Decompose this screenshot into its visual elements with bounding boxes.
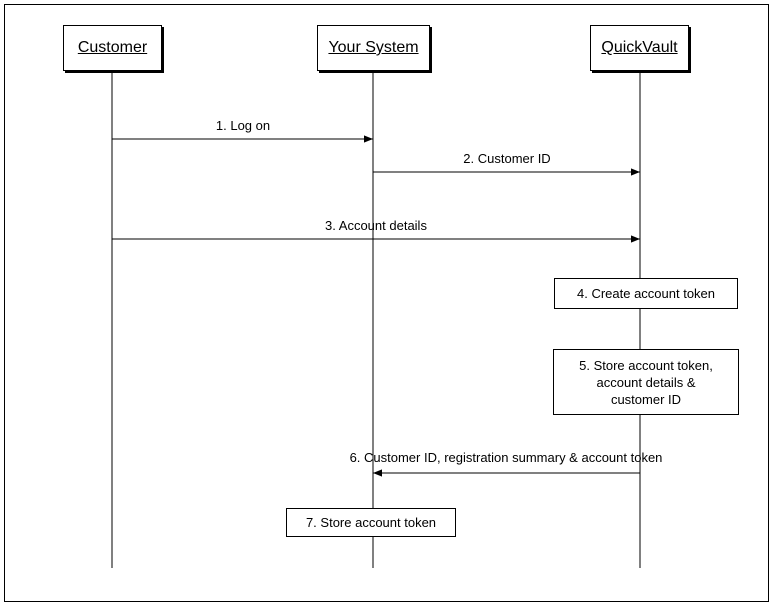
note-5-line-3: customer ID (610, 391, 682, 407)
message-label-2: 2. Customer ID (463, 151, 551, 166)
note-store-account-token: 5. Store account token, account details … (553, 349, 739, 415)
note-create-account-token: 4. Create account token (554, 278, 738, 309)
actor-your-system-label: Your System (328, 39, 419, 56)
note-5-line-1: 5. Store account token, (579, 357, 713, 373)
note-7-text: 7. Store account token (305, 515, 437, 530)
note-4-text: 4. Create account token (576, 286, 716, 301)
actor-quickvault: QuickVault (590, 25, 689, 71)
actor-customer-label: Customer (77, 39, 148, 56)
actor-customer: Customer (63, 25, 162, 71)
note-5-line-2: account details & (596, 374, 696, 390)
note-store-token-your-system: 7. Store account token (286, 508, 456, 537)
message-label-6: 6. Customer ID, registration summary & a… (349, 450, 663, 465)
message-label-3: 3. Account details (325, 218, 427, 233)
actor-quickvault-label: QuickVault (601, 39, 678, 56)
diagram-frame (4, 4, 769, 602)
actor-your-system: Your System (317, 25, 430, 71)
message-label-1: 1. Log on (215, 118, 271, 133)
